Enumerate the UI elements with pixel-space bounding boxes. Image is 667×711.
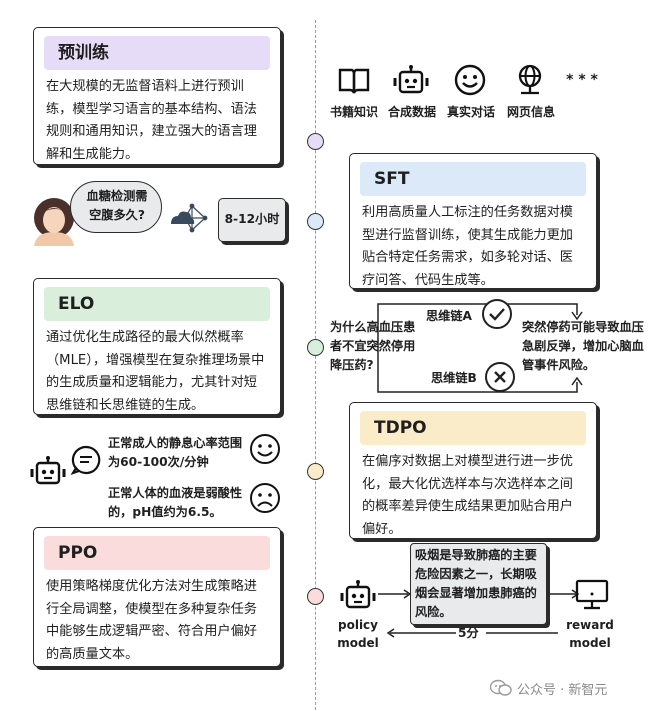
ppo-score: 5分 — [458, 626, 479, 640]
llm-network-icon — [171, 203, 208, 233]
chat-bubble-icon — [70, 445, 101, 475]
robot-icon-tdpo — [30, 456, 66, 485]
source-label-dialog: 真实对话 — [446, 105, 495, 119]
monitor-icon — [575, 579, 609, 610]
reward-model-label: reward model — [566, 618, 614, 650]
answer-box — [218, 198, 286, 242]
sft-body: 利用高质量人工标注的任务数据对模型进行监督训练，使其生成能力更加贴合特定任务需求… — [362, 205, 573, 288]
cot-question: 为什么高血压患者不宜突然停用降压药? — [330, 320, 416, 372]
sft-card: SFT 利用高质量人工标注的任务数据对模型进行监督训练，使其生成能力更加贴合特定… — [349, 153, 597, 289]
tdpo-card: TDPO 在偏序对数据上对模型进行进一步优化，最大化优选样本与次选样本之间的概率… — [349, 402, 597, 539]
globe-icon — [518, 64, 542, 95]
timeline-dot-ppo — [307, 588, 324, 605]
timeline-line — [315, 20, 316, 710]
source-label-books: 书籍知识 — [329, 105, 378, 119]
ppo-sample-text: 吸烟是导致肺癌的主要危险因素之一，长期吸烟会显著增加患肺癌的风险。 — [415, 548, 537, 619]
cot-answer: 突然停药可能导致血压急剧反弹，增加心脑血管事件风险。 — [522, 320, 644, 372]
ppo-sample-box — [410, 543, 547, 625]
tdpo-title: TDPO — [360, 411, 586, 445]
timeline-dot-sft — [307, 213, 324, 230]
sft-title: SFT — [360, 162, 586, 196]
timeline-dot-elo — [307, 339, 324, 356]
source-label-synthetic: 合成数据 — [387, 105, 436, 119]
answer-text: 8-12小时 — [224, 212, 280, 226]
elo-title: ELO — [44, 287, 270, 321]
question-bubble — [70, 181, 162, 233]
ppo-card: PPO 使用策略梯度优化方法对生成策略进行全局调整，使模型在多种复杂任务中能够生… — [33, 527, 281, 667]
watermark: 公众号 · 新智元 — [490, 678, 607, 698]
pretrain-title: 预训练 — [44, 36, 270, 70]
cot-arrows — [377, 303, 583, 393]
book-icon — [338, 68, 370, 94]
watermark-text: 公众号 · 新智元 — [517, 682, 608, 698]
check-icon — [482, 299, 512, 329]
pref-bad-text: 正常人体的血液是弱酸性的，pH值约为6.5。 — [108, 486, 243, 519]
source-label-web: 网页信息 — [506, 105, 555, 119]
pref-good-text: 正常成人的静息心率范围为60-100次/分钟 — [108, 436, 243, 469]
happy-face-icon — [250, 434, 280, 464]
cross-icon — [485, 362, 515, 392]
timeline-dot-pretrain — [307, 133, 324, 150]
question-text: 血糖检测需空腹多久? — [86, 189, 148, 222]
tdpo-body: 在偏序对数据上对模型进行进一步优化，最大化优选样本与次选样本之间的概率差异使生成… — [362, 454, 573, 537]
sad-face-icon — [250, 483, 280, 513]
timeline-dot-tdpo — [307, 463, 324, 480]
person-avatar — [34, 198, 74, 246]
pretrain-card: 预训练 在大规模的无监督语料上进行预训练，模型学习语言的基本结构、语法规则和通用… — [33, 27, 281, 165]
ppo-title: PPO — [44, 536, 270, 570]
elo-body: 通过优化生成路径的最大似然概率（MLE），增强模型在复杂推理场景中的生成质量和逻… — [46, 330, 265, 413]
smiley-icon — [454, 64, 486, 96]
more-sources-label: * * * — [566, 72, 598, 88]
ppo-arrows — [378, 589, 580, 638]
cot-chain-a: 思维链A — [426, 309, 472, 323]
robot-icon — [393, 65, 429, 94]
cot-chain-b: 思维链B — [431, 371, 477, 385]
policy-robot-icon — [340, 580, 376, 609]
policy-model-label: policy model — [337, 618, 379, 650]
elo-card: ELO 通过优化生成路径的最大似然概率（MLE），增强模型在复杂推理场景中的生成… — [33, 278, 281, 415]
ppo-body: 使用策略梯度优化方法对生成策略进行全局调整，使模型在多种复杂任务中能够生成逻辑严… — [46, 579, 257, 662]
pretrain-body: 在大规模的无监督语料上进行预训练，模型学习语言的基本结构、语法规则和通用知识，建… — [46, 79, 257, 162]
wechat-icon — [490, 679, 512, 696]
